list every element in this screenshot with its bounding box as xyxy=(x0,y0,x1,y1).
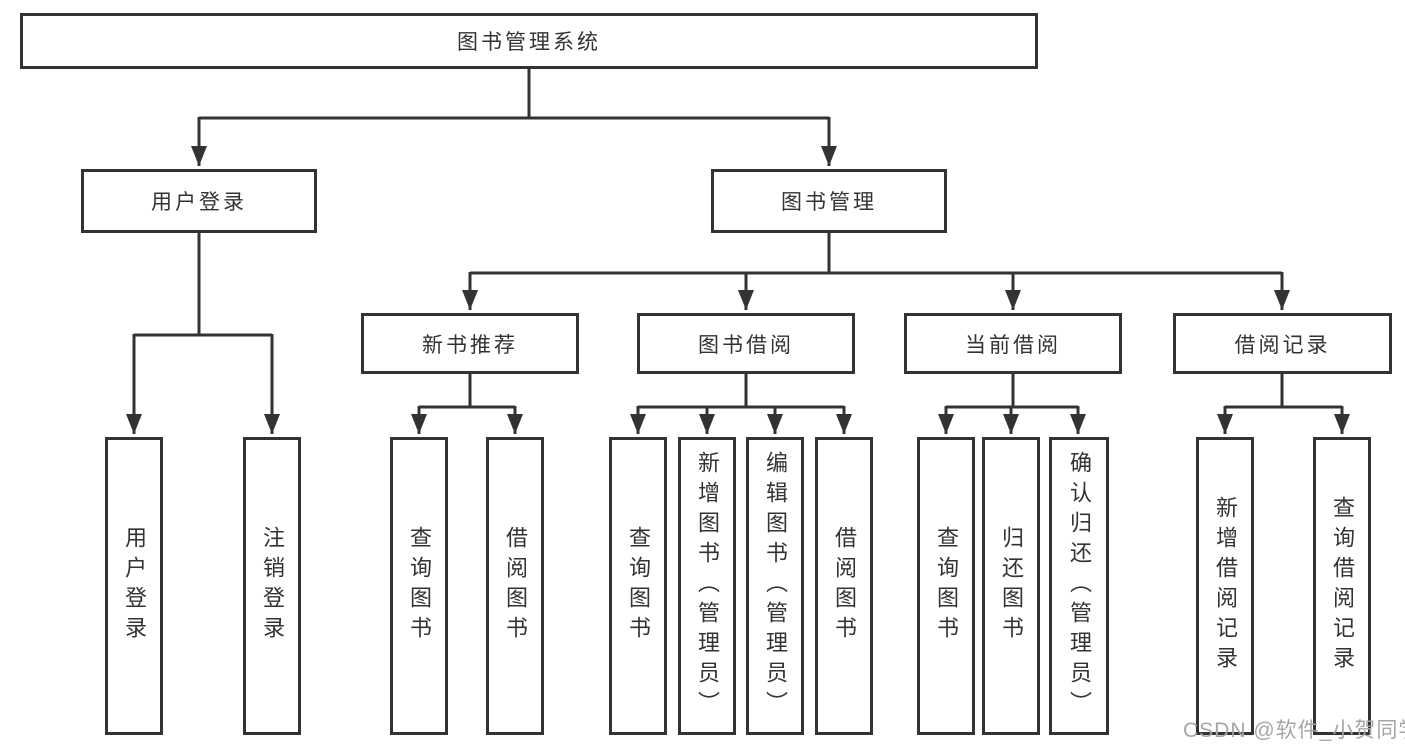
node-current-borrow: 当前借阅 xyxy=(904,313,1122,374)
leaf-nb-borrow-books-label: 借阅图书 xyxy=(503,526,528,646)
leaf-bb-add-books-admin: 新增图书（管理员） xyxy=(678,437,736,735)
leaf-bb-borrow-books-label: 借阅图书 xyxy=(832,526,857,646)
leaf-user-login-label: 用户登录 xyxy=(122,526,147,646)
leaf-nb-query-books-label: 查询图书 xyxy=(407,526,432,646)
leaf-cb-return-books-label: 归还图书 xyxy=(999,526,1024,646)
leaf-bb-edit-books-admin-label: 编辑图书（管理员） xyxy=(763,451,788,721)
watermark: CSDN @软件_小贺同学 xyxy=(1183,719,1405,742)
leaf-bb-borrow-books: 借阅图书 xyxy=(815,437,873,735)
node-book-borrow-label: 图书借阅 xyxy=(698,333,794,357)
node-new-book-recommend: 新书推荐 xyxy=(361,313,579,374)
node-book-management: 图书管理 xyxy=(711,169,947,233)
leaf-nb-query-books: 查询图书 xyxy=(390,437,448,735)
node-book-management-label: 图书管理 xyxy=(781,191,877,214)
leaf-bb-query-books-label: 查询图书 xyxy=(626,526,651,646)
node-borrow-records-label: 借阅记录 xyxy=(1234,333,1331,357)
leaf-br-add-record-label: 新增借阅记录 xyxy=(1213,496,1238,676)
leaf-cb-confirm-return-admin-label: 确认归还（管理员） xyxy=(1067,451,1092,721)
leaf-cb-query-books: 查询图书 xyxy=(917,437,975,735)
leaf-bb-query-books: 查询图书 xyxy=(609,437,667,735)
leaf-br-query-record: 查询借阅记录 xyxy=(1313,437,1371,735)
leaf-bb-add-books-admin-label: 新增图书（管理员） xyxy=(695,451,720,721)
leaf-cb-confirm-return-admin: 确认归还（管理员） xyxy=(1049,437,1109,735)
node-user-login-label: 用户登录 xyxy=(151,191,247,214)
leaf-nb-borrow-books: 借阅图书 xyxy=(486,437,544,735)
leaf-br-query-record-label: 查询借阅记录 xyxy=(1330,496,1355,676)
leaf-cb-query-books-label: 查询图书 xyxy=(934,526,959,646)
node-new-book-recommend-label: 新书推荐 xyxy=(422,333,518,357)
leaf-logout-label: 注销登录 xyxy=(260,526,285,646)
leaf-bb-edit-books-admin: 编辑图书（管理员） xyxy=(746,437,804,735)
node-root-label: 图书管理系统 xyxy=(457,31,601,54)
leaf-logout: 注销登录 xyxy=(243,437,301,735)
leaf-cb-return-books: 归还图书 xyxy=(982,437,1040,735)
node-root: 图书管理系统 xyxy=(20,13,1038,69)
node-user-login: 用户登录 xyxy=(81,169,317,233)
leaf-user-login: 用户登录 xyxy=(105,437,163,735)
node-book-borrow: 图书借阅 xyxy=(637,313,855,374)
leaf-br-add-record: 新增借阅记录 xyxy=(1196,437,1254,735)
node-borrow-records: 借阅记录 xyxy=(1173,313,1392,374)
node-current-borrow-label: 当前借阅 xyxy=(965,333,1061,357)
